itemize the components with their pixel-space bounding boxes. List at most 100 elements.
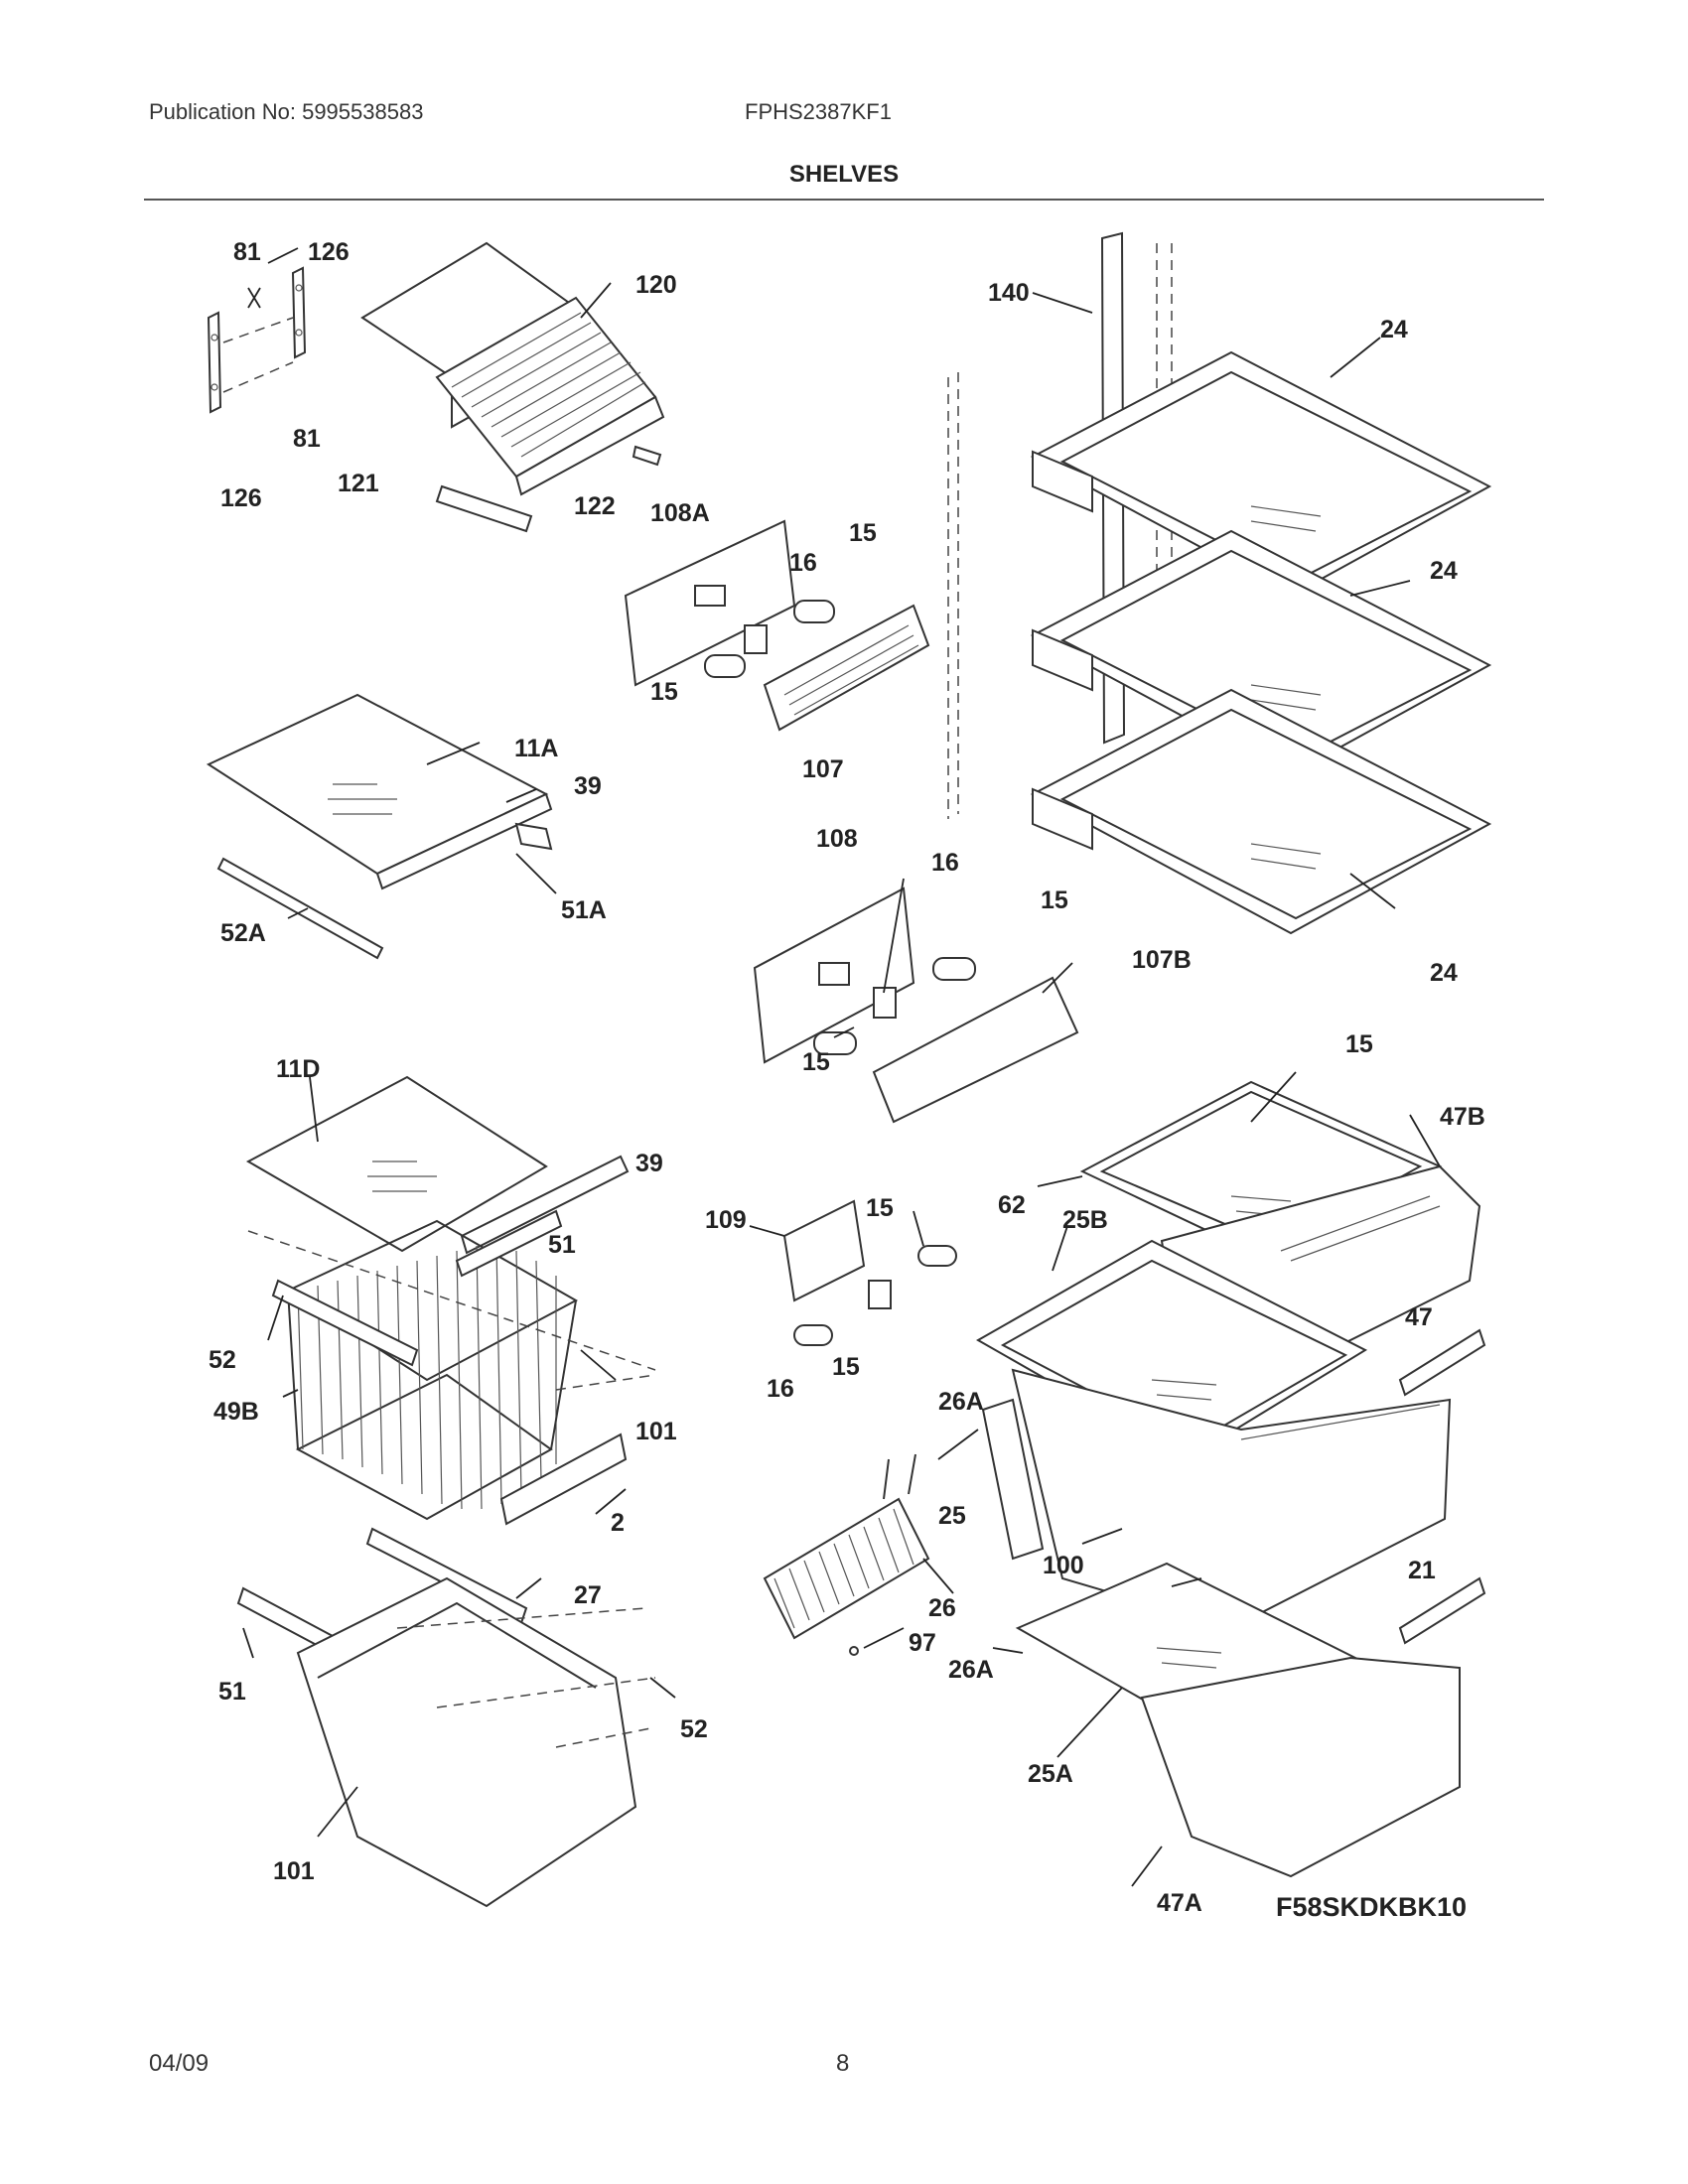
bulb-15-lower-b (793, 1324, 833, 1346)
freezer-bin-49 (296, 1576, 637, 1908)
callout-15-middle-b: 15 (802, 1048, 830, 1076)
callout-120: 120 (635, 271, 677, 299)
rail-52a (216, 857, 384, 960)
light-shield-107 (763, 604, 930, 732)
header-divider (144, 199, 1544, 201)
bracket-126-left (207, 311, 222, 414)
socket-16-upper (744, 624, 768, 654)
glass-shelf-24-bottom (1030, 688, 1492, 935)
callout-47a: 25A (1028, 1760, 1073, 1788)
basket-trim-2 (499, 1433, 628, 1526)
bracket-126-right (291, 266, 307, 359)
callout-24-bottom: 24 (1430, 959, 1458, 987)
bulb-15-middle-b (813, 1031, 857, 1055)
callout-51-lower: 27 (574, 1581, 602, 1609)
figure-code: F58SKDKBK10 (1276, 1892, 1467, 1922)
callout-26a-lower: 21 (1408, 1557, 1436, 1584)
callout-52-lower: 51 (218, 1678, 246, 1706)
panel-100 (981, 1398, 1045, 1561)
callout-49: 101 (273, 1857, 315, 1885)
callout-15-upper-b: 15 (650, 678, 678, 706)
callouts: 81 126 120 81 126 121 122 108A 16 15 15 … (209, 238, 1485, 1922)
callout-62: 47B (1440, 1103, 1485, 1131)
callout-15-upper-a: 15 (849, 519, 877, 547)
callout-25a: 26A (948, 1656, 994, 1684)
light-shield-107b (872, 976, 1079, 1124)
callout-108a: 108A (650, 499, 710, 527)
section-title: SHELVES (788, 161, 900, 188)
callout-97: 26 (928, 1594, 956, 1622)
callout-24-middle: 24 (1430, 557, 1458, 585)
callout-25: 26A (938, 1388, 984, 1416)
crisper-drawer-27 (1140, 1656, 1461, 1878)
callout-15-middle-a: 15 (1041, 887, 1068, 914)
callout-101-lower: 52 (680, 1715, 708, 1743)
bracket-122 (632, 445, 662, 467)
callout-126-top: 126 (308, 238, 350, 266)
callout-16-middle: 16 (931, 849, 959, 877)
page-number: 8 (836, 2050, 850, 2077)
callout-16-lower: 15 (832, 1353, 860, 1381)
glass-shelf-11a (206, 693, 549, 876)
callout-21: 97 (909, 1629, 936, 1657)
light-housing-109 (782, 1199, 866, 1302)
light-housing-108a (624, 519, 796, 687)
callout-109: 109 (705, 1206, 747, 1234)
rail-52-upper (271, 1279, 419, 1367)
bulb-15-upper-b (704, 654, 746, 678)
callout-47: 25B (1062, 1206, 1108, 1234)
rail-121 (435, 484, 533, 533)
callout-101-upper: 101 (635, 1418, 677, 1445)
rail-51-upper (455, 1209, 563, 1278)
callout-51a: 51A (561, 896, 607, 924)
callout-11a: 11A (514, 735, 558, 762)
callout-52-upper: 52 (209, 1346, 236, 1374)
callout-15-lower-b: 16 (767, 1375, 794, 1403)
socket-16-lower (868, 1280, 892, 1309)
bulb-15-lower-a (917, 1245, 957, 1267)
publication-number: Publication No: 5995538583 (149, 99, 424, 124)
callout-47b: 15 (1345, 1030, 1373, 1058)
callout-39-upper: 39 (574, 772, 602, 800)
freezer-shelf-120 (360, 241, 665, 496)
callout-49b: 49B (213, 1398, 259, 1426)
shelf-trim-39-lower (460, 1155, 630, 1255)
crisper-rail-26a-lower (1398, 1576, 1486, 1645)
callout-108: 108 (816, 825, 858, 853)
footer-date: 04/09 (149, 2050, 210, 2077)
callout-16-upper: 16 (789, 549, 817, 577)
callout-25b: 62 (998, 1191, 1026, 1219)
callout-121: 121 (338, 470, 379, 497)
callout-81-bottom: 81 (293, 425, 321, 453)
callout-11d: 11D (276, 1055, 320, 1083)
bracket-51a (514, 822, 553, 851)
screw-21 (849, 1646, 859, 1656)
callout-51-upper: 51 (548, 1231, 576, 1259)
callout-39-lower: 39 (635, 1150, 663, 1177)
callout-140: 140 (988, 279, 1030, 307)
callout-100: 25 (938, 1502, 966, 1530)
callout-26a-upper: 47 (1405, 1303, 1433, 1331)
callout-52a: 52A (220, 919, 266, 947)
callout-126-bottom: 126 (220, 484, 262, 512)
callout-27: 47A (1157, 1889, 1202, 1917)
crisper-rail-26a-upper (1398, 1328, 1486, 1397)
callout-122: 122 (574, 492, 616, 520)
callout-26: 100 (1043, 1552, 1084, 1579)
heater-coil-97 (763, 1453, 930, 1640)
model-number: FPHS2387KF1 (745, 99, 892, 124)
callout-107b: 107B (1132, 946, 1192, 974)
shelf-trim-39-upper (375, 792, 553, 890)
bulb-15-middle-a (932, 957, 976, 981)
crisper-drawer-26 (1011, 1368, 1452, 1630)
callout-24-top: 24 (1380, 316, 1408, 343)
callout-81-top: 81 (233, 238, 261, 266)
wire-basket-49b (285, 1219, 579, 1521)
callout-107: 107 (802, 755, 844, 783)
callout-2: 2 (611, 1509, 625, 1537)
callout-15-lower-a: 15 (866, 1194, 894, 1222)
glass-shelf-11d (245, 1075, 548, 1253)
light-housing-108 (753, 887, 915, 1064)
bulb-15-upper-a (793, 600, 835, 623)
